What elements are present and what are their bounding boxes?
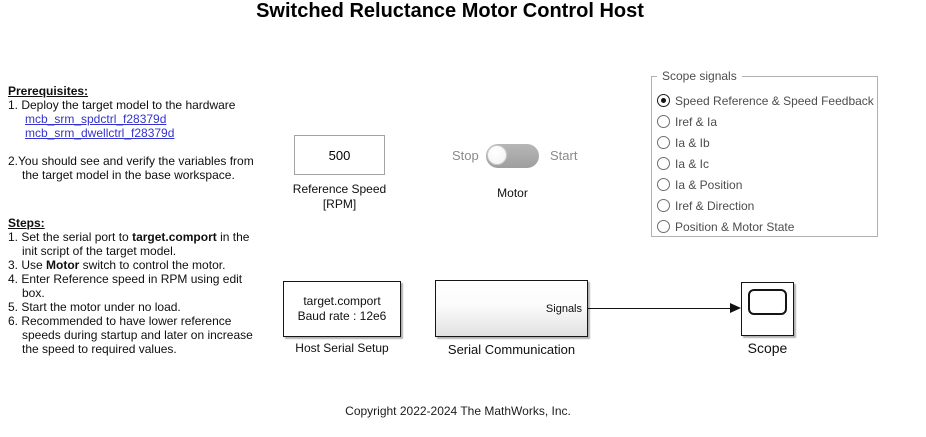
scope-signals-options: Speed Reference & Speed Feedback Iref & …: [657, 90, 875, 237]
signals-output-port: Signals: [545, 302, 582, 315]
prerequisites-line-2: 2.You should see and verify the variable…: [8, 154, 254, 168]
host-serial-setup-label: Host Serial Setup: [295, 341, 389, 355]
radio-option-iref-direction[interactable]: Iref & Direction: [657, 195, 875, 216]
steps-line-6: 6. Recommended to have lower reference: [8, 314, 232, 328]
scope-signals-legend: Scope signals: [657, 69, 742, 83]
radio-option-ia-ic[interactable]: Ia & Ic: [657, 153, 875, 174]
radio-option-ia-position[interactable]: Ia & Position: [657, 174, 875, 195]
steps-heading: Steps:: [8, 216, 45, 230]
steps-line-1: 1. Set the serial port to target.comport…: [8, 230, 250, 244]
serial-communication-label: Serial Communication: [447, 342, 576, 357]
radio-icon: [657, 178, 670, 191]
radio-icon: [657, 136, 670, 149]
radio-icon: [657, 157, 670, 170]
prerequisites-line-1: 1. Deploy the target model to the hardwa…: [8, 98, 236, 112]
serial-communication-block[interactable]: Signals: [435, 280, 588, 337]
radio-option-position-motor-state[interactable]: Position & Motor State: [657, 216, 875, 237]
steps-line-6-cont2: the speed to required values.: [22, 342, 177, 356]
steps-line-6-cont1: speeds during startup and later on incre…: [22, 328, 253, 342]
steps-line-1-cont: init script of the target model.: [22, 244, 177, 258]
steps-line-3: 3. Use Motor switch to control the motor…: [8, 258, 226, 272]
steps-line-5: 5. Start the motor under no load.: [8, 300, 181, 314]
steps-line-4-cont: box.: [22, 286, 45, 300]
switch-knob-icon: [487, 145, 507, 165]
host-serial-setup-block[interactable]: target.comport Baud rate : 12e6: [283, 281, 401, 337]
reference-speed-input[interactable]: [294, 135, 385, 175]
switch-stop-label: Stop: [452, 148, 479, 163]
prerequisites-heading: Prerequisites:: [8, 84, 89, 98]
model-link-dwellctrl[interactable]: mcb_srm_dwellctrl_f28379d: [25, 126, 175, 140]
radio-icon: [657, 199, 670, 212]
reference-speed-label: Reference Speed [RPM]: [292, 182, 387, 211]
arrowhead-icon: [730, 303, 741, 313]
scope-block[interactable]: [741, 282, 794, 336]
scope-signals-group: Scope signals Speed Reference & Speed Fe…: [651, 69, 878, 237]
steps-section: Steps: 1. Set the serial port to target.…: [8, 216, 253, 356]
motor-switch-label: Motor: [497, 186, 528, 200]
radio-option-ia-ib[interactable]: Ia & Ib: [657, 132, 875, 153]
radio-option-iref-ia[interactable]: Iref & Ia: [657, 111, 875, 132]
model-link-spdctrl[interactable]: mcb_srm_spdctrl_f28379d: [25, 112, 167, 126]
switch-start-label: Start: [550, 148, 578, 163]
scope-label: Scope: [747, 340, 788, 356]
prerequisites-section: Prerequisites: 1. Deploy the target mode…: [8, 84, 254, 182]
radio-option-speed-ref-feedback[interactable]: Speed Reference & Speed Feedback: [657, 90, 875, 111]
radio-icon: [657, 220, 670, 233]
signal-wire: [588, 308, 731, 309]
steps-line-4: 4. Enter Reference speed in RPM using ed…: [8, 272, 243, 286]
prerequisites-line-2-cont: the target model in the base workspace.: [22, 168, 235, 182]
scope-screen-icon: [748, 289, 787, 315]
page-title: Switched Reluctance Motor Control Host: [256, 0, 644, 22]
radio-icon: [657, 115, 670, 128]
radio-selected-icon: [657, 94, 670, 107]
motor-switch[interactable]: [486, 144, 539, 168]
copyright-text: Copyright 2022-2024 The MathWorks, Inc.: [345, 404, 571, 418]
